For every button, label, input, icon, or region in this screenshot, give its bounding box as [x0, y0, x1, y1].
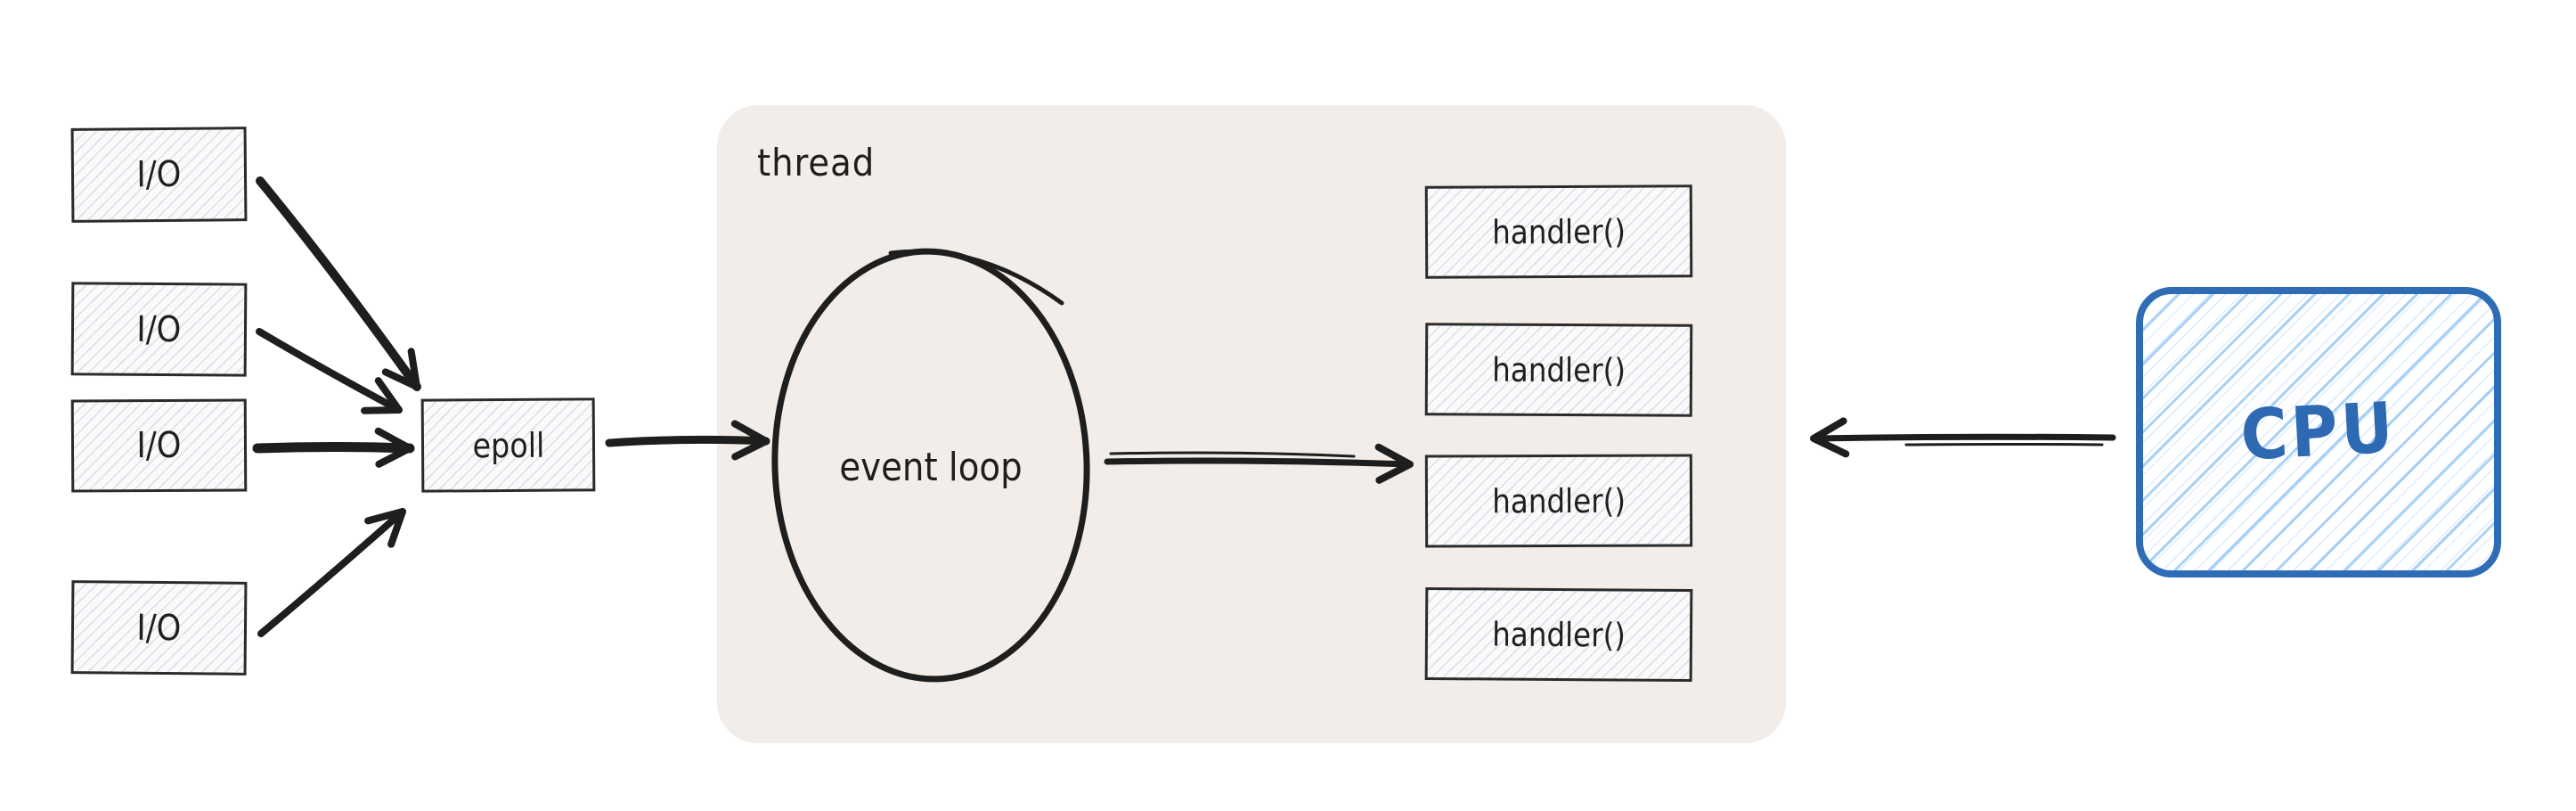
epoll-box: epoll: [420, 397, 596, 493]
io-box-1-label: I/O: [136, 153, 182, 196]
event-loop-label: event loop: [839, 445, 1023, 490]
arrow-io1-to-epoll: [256, 176, 421, 391]
io-box-4: I/O: [70, 580, 248, 676]
handler-box-3: handler(): [1424, 454, 1693, 548]
arrow-cpu-to-thread: [1810, 417, 2116, 458]
arrow-io3-to-epoll: [252, 427, 415, 468]
arrow-io4-to-epoll: [257, 508, 406, 637]
handler-box-2-label: handler(): [1492, 350, 1626, 389]
handler-box-1: handler(): [1424, 184, 1693, 279]
thread-label: thread: [757, 141, 876, 184]
handler-box-3-label: handler(): [1492, 481, 1626, 520]
handler-box-4: handler(): [1424, 586, 1693, 683]
io-box-2: I/O: [70, 282, 248, 377]
handler-box-2: handler(): [1424, 323, 1693, 417]
cpu-box: CPU: [2136, 287, 2501, 578]
arrow-cpu-to-thread-doubled-stroke: [1904, 443, 2104, 446]
io-box-1: I/O: [70, 127, 248, 223]
handler-box-1-label: handler(): [1492, 212, 1626, 251]
handler-box-4-label: handler(): [1491, 614, 1626, 655]
io-box-3: I/O: [70, 398, 248, 493]
cpu-label: CPU: [2238, 388, 2399, 477]
io-box-3-label: I/O: [136, 424, 182, 467]
arrow-io2-to-epoll: [256, 328, 403, 414]
io-box-4-label: I/O: [136, 607, 182, 649]
epoll-label: epoll: [471, 425, 545, 465]
io-box-2-label: I/O: [136, 308, 182, 350]
